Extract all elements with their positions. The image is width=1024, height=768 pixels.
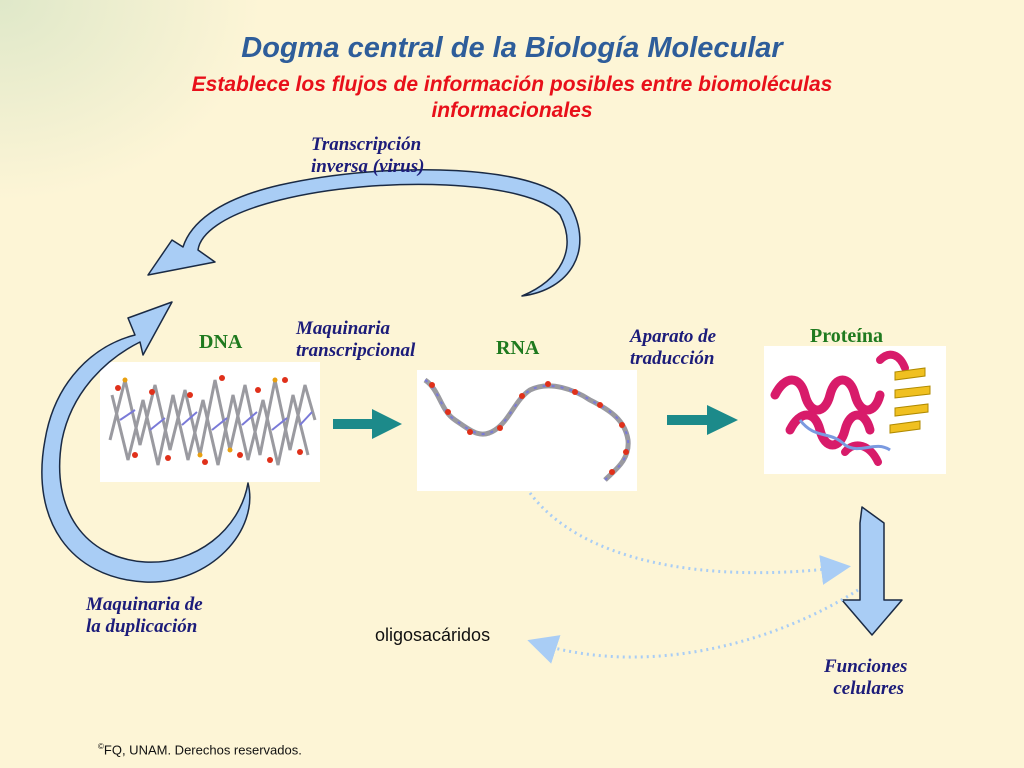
reverse-transcription-label: Transcripción inversa (virus) (311, 134, 424, 178)
rna-label: RNA (496, 337, 540, 359)
replication-machinery-label: Maquinaria de la duplicación (86, 594, 203, 638)
cellular-functions-label-line1: Funciones (824, 656, 908, 677)
page-subtitle: Establece los flujos de información posi… (191, 73, 833, 122)
rna-to-functions-dotted-arrow (528, 492, 851, 585)
replication-machinery-label-line1: Maquinaria de (86, 594, 203, 615)
protein-label: Proteína (810, 325, 883, 347)
reverse-transcription-label-line2: inversa (virus) (311, 156, 425, 177)
copyright-text: FQ, UNAM. Derechos reservados. (103, 742, 302, 758)
copyright-symbol: © (98, 742, 104, 751)
translation-apparatus-label-line2: traducción (630, 348, 715, 369)
translation-apparatus-label-line1: Aparato de (630, 326, 717, 347)
dna-molecule-drawing (108, 375, 317, 466)
transcription-machinery-label: Maquinaria transcripcional (296, 318, 415, 362)
functions-down-arrow (841, 506, 903, 636)
protein-molecule-drawing (770, 350, 931, 466)
dna-label: DNA (199, 331, 243, 353)
rna-molecule-drawing (423, 377, 631, 482)
replication-arrow (41, 301, 251, 583)
cellular-functions-label: Funciones celulares (824, 656, 907, 700)
transcription-arrow (333, 409, 402, 439)
transcription-machinery-label-line2: transcripcional (296, 340, 416, 361)
copyright-notice: ©FQ, UNAM. Derechos reservados. (98, 742, 302, 757)
translation-arrow (667, 405, 738, 435)
functions-to-oligosaccharides-dotted-arrow (527, 588, 859, 664)
translation-apparatus-label: Aparato de traducción (630, 326, 716, 370)
oligosaccharides-label: oligosacáridos (375, 625, 491, 645)
replication-machinery-label-line2: la duplicación (86, 616, 198, 637)
transcription-machinery-label-line1: Maquinaria (296, 318, 390, 339)
reverse-transcription-label-line1: Transcripción (311, 134, 422, 155)
reverse-transcription-arrow (147, 168, 581, 297)
page-title: Dogma central de la Biología Molecular (241, 32, 783, 64)
cellular-functions-label-line2: celulares (833, 678, 905, 699)
